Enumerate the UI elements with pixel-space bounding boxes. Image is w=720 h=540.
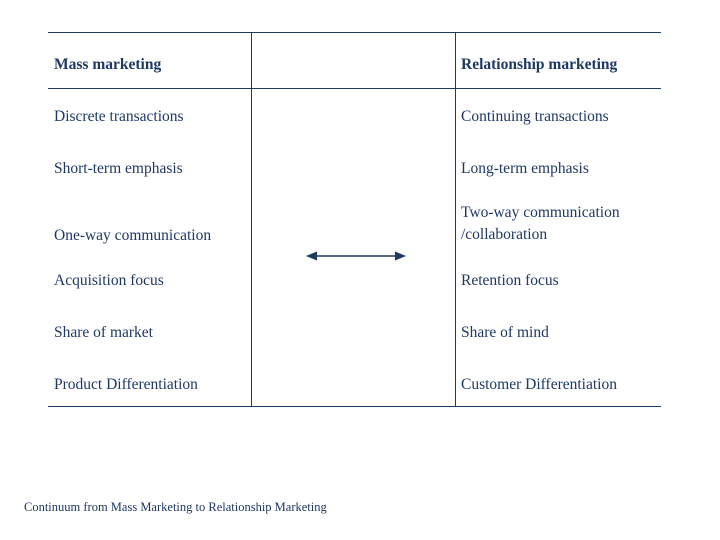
row-cell-right: Customer Differentiation xyxy=(461,376,617,393)
header-mass-marketing: Mass marketing xyxy=(54,56,162,73)
row-cell-right: Long-term emphasis xyxy=(461,160,589,177)
row-cell-right: Two-way communication /collaboration xyxy=(461,204,620,244)
row-cell-right: Share of mind xyxy=(461,324,549,341)
row-cell-left: Acquisition focus xyxy=(54,272,164,289)
slide-caption: Continuum from Mass Marketing to Relatio… xyxy=(24,500,327,514)
table-header-border xyxy=(48,88,661,89)
row-cell-right: Retention focus xyxy=(461,272,559,289)
table-column-divider-right xyxy=(455,32,456,406)
header-relationship-marketing: Relationship marketing xyxy=(461,56,618,73)
table-column-divider-left xyxy=(251,32,252,406)
row-cell-left: Share of market xyxy=(54,324,153,341)
row-cell-left: One-way communication xyxy=(54,227,212,244)
double-headed-arrow-icon xyxy=(306,249,406,261)
row-cell-right: Continuing transactions xyxy=(461,108,609,125)
comparison-table: Mass marketing Relationship marketing Di… xyxy=(48,32,661,407)
table-bottom-border xyxy=(48,406,661,407)
row-cell-left: Product Differentiation xyxy=(54,376,198,393)
table-top-border xyxy=(48,32,661,33)
row-cell-left: Short-term emphasis xyxy=(54,160,183,177)
row-cell-left: Discrete transactions xyxy=(54,108,184,125)
